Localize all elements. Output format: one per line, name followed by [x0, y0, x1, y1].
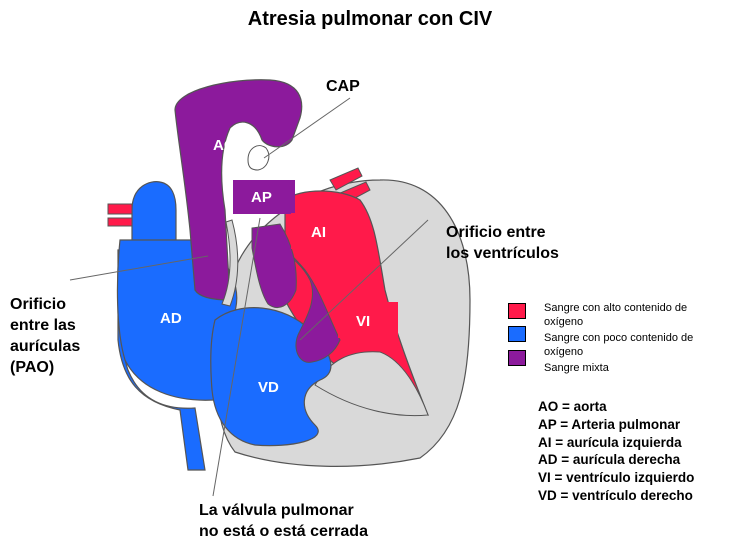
abbreviation-vi: VI = ventrículo izquierdo [538, 470, 695, 486]
callout-valve: La válvula pulmonar no está o está cerra… [199, 500, 368, 542]
legend-oxygenated-line2: oxígeno [544, 316, 584, 328]
legend-oxygenated-line1: Sangre con alto contenido de [544, 302, 688, 314]
label-ad: AD [160, 310, 182, 327]
legend-item-mixed: Sangre mixta [544, 361, 740, 375]
ap-label-box [233, 180, 295, 214]
callout-pao-line3: aurículas [10, 338, 81, 355]
abbreviation-vd: VD = ventrículo derecho [538, 487, 693, 503]
callout-pao: Orificio entre las aurículas (PAO) [10, 294, 80, 378]
abbreviation-ao: AO = aorta [538, 399, 607, 414]
abbreviation-ad: AD = aurícula derecha [538, 452, 681, 468]
aorta-arch-hole [247, 145, 270, 171]
legend-mixed-line1: Sangre mixta [544, 362, 609, 374]
callout-pao-line2: entre las [10, 317, 76, 334]
callout-valve-line1: La válvula pulmonar [199, 502, 354, 519]
legend-deoxygenated-line1: Sangre con poco contenido de [544, 332, 694, 344]
vi-label-box [338, 302, 398, 338]
callout-valve-line2: no está o está cerrada [199, 523, 368, 540]
label-vd: VD [258, 379, 279, 396]
ventricular-septum-wall [314, 351, 429, 417]
legend-swatch-mixed [508, 350, 526, 366]
callout-civ: Orificio entre los ventrículos [446, 222, 559, 264]
leader-civ [299, 219, 429, 341]
legend-deoxygenated-line2: oxígeno [544, 346, 584, 358]
callout-pao-line1: Orificio [10, 296, 67, 313]
leader-valve [212, 217, 261, 497]
abbreviation-list: AO = aorta AP = Arteria pulmonar AI = au… [538, 398, 694, 505]
mixed-septum-region [269, 239, 341, 363]
leader-cap [263, 97, 351, 159]
label-ap: AP [251, 189, 272, 206]
callout-civ-line1: Orificio entre [446, 224, 546, 241]
legend-item-oxygenated: Sangre con alto contenido de oxígeno [544, 301, 740, 329]
callout-civ-line2: los ventrículos [446, 245, 559, 262]
abbreviation-ai: AI = aurícula izquierda [538, 434, 682, 450]
superior-vena-cava [131, 181, 177, 251]
label-ao: AO [213, 137, 236, 154]
callout-pao-line4: (PAO) [10, 359, 55, 376]
legend-swatch-deoxygenated [508, 326, 526, 342]
legend-swatch-oxygenated [508, 303, 526, 319]
leader-pao [69, 255, 209, 281]
aorta [174, 79, 303, 301]
callout-cap: CAP [326, 78, 360, 95]
atrial-septum [221, 219, 239, 307]
legend-item-deoxygenated: Sangre con poco contenido de oxígeno [544, 331, 740, 359]
diagram-title: Atresia pulmonar con CIV [247, 8, 493, 30]
label-vi: VI [356, 313, 370, 330]
label-ai: AI [311, 224, 326, 241]
mixed-outflow [251, 223, 297, 308]
abbreviation-ap: AP = Arteria pulmonar [538, 416, 681, 432]
ai-label-box [291, 213, 351, 249]
pulmonary-artery-branches-left [107, 203, 133, 227]
